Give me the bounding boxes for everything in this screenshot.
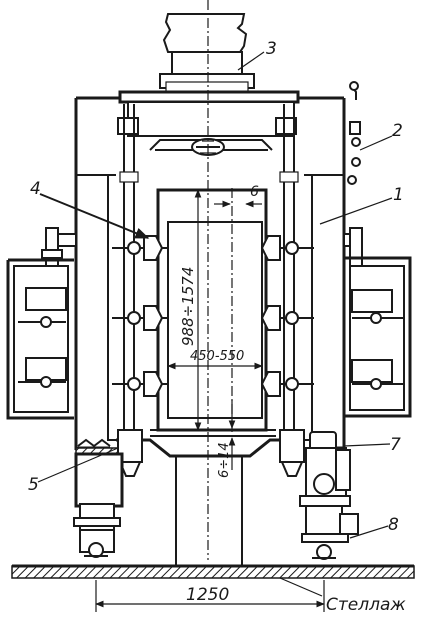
clamp-row-top — [112, 235, 314, 261]
clamp-row-bottom — [112, 371, 314, 397]
callout-8: 8 — [388, 515, 399, 535]
left-side-box — [6, 258, 74, 420]
dim-width-label: 450-550 — [190, 349, 244, 364]
callout-6: 6 — [250, 184, 259, 200]
right-column — [279, 104, 299, 446]
floor — [11, 564, 415, 579]
dim-height-label: 988÷1574 — [179, 267, 197, 346]
workpiece-zone — [150, 0, 276, 560]
motor-assembly — [159, 13, 255, 93]
callout-3: 3 — [266, 39, 277, 59]
callout-7: 7 — [390, 435, 401, 455]
clamp-row-middle — [112, 305, 314, 331]
leader-lines — [37, 51, 393, 597]
rack-label: Стеллаж — [326, 595, 406, 615]
left-leg-wheel — [73, 452, 124, 558]
dim-gap-bottom-label: 6÷14 — [217, 442, 232, 478]
callout-4: 4 — [30, 179, 41, 199]
bottom-base — [116, 429, 305, 574]
callout-2: 2 — [392, 121, 403, 141]
left-column — [119, 104, 139, 446]
dim-gauge — [95, 580, 325, 612]
callout-1: 1 — [393, 185, 404, 205]
callout-5: 5 — [28, 475, 39, 495]
clamp-rows — [112, 235, 314, 397]
right-side-box — [344, 256, 412, 418]
dim-gauge-label: 1250 — [186, 585, 229, 605]
lever-handle — [347, 81, 361, 185]
right-drive-assembly — [299, 431, 359, 560]
